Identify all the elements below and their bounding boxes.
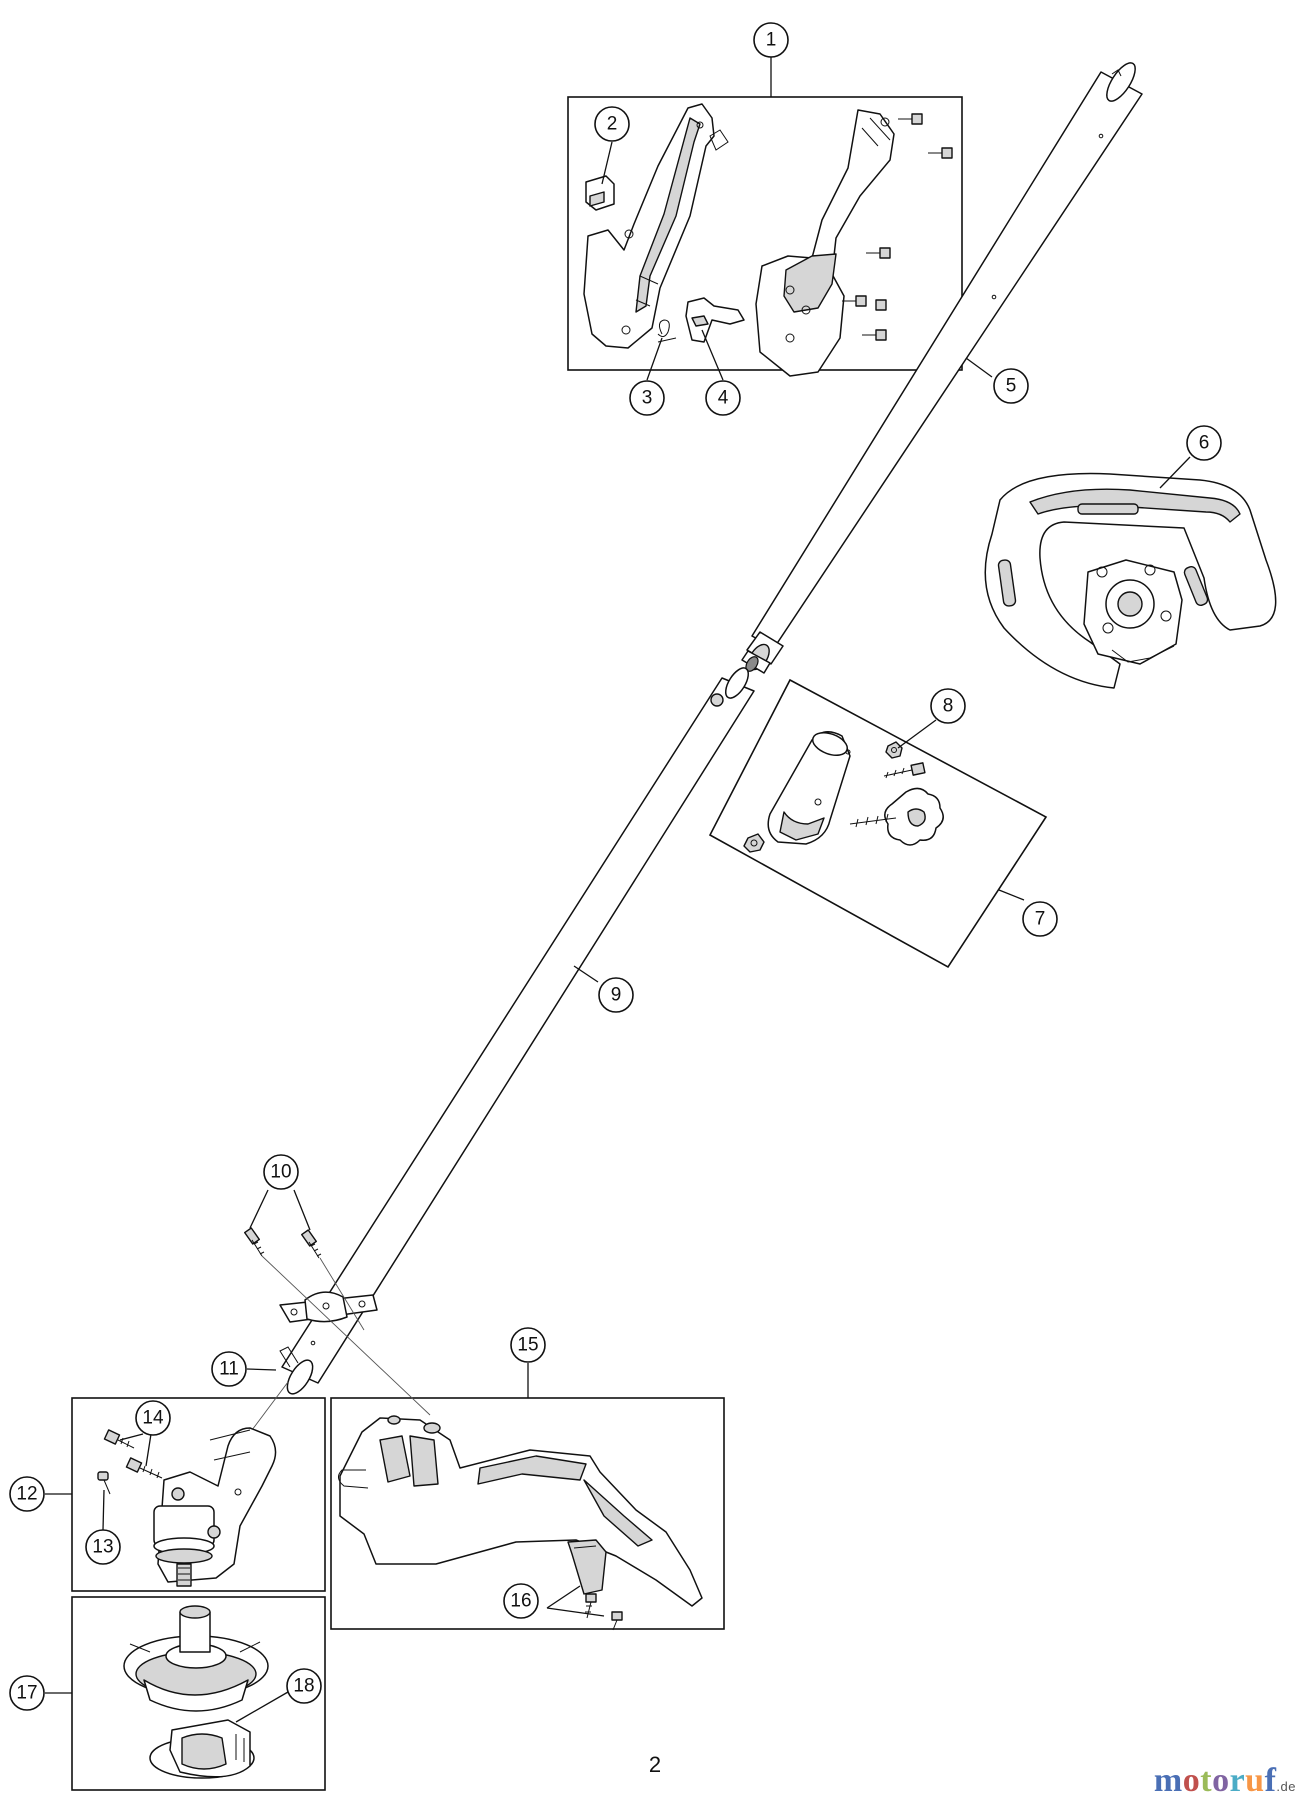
callout-13: 13	[85, 1529, 121, 1565]
line-guard	[338, 1415, 703, 1607]
svg-text:15: 15	[517, 1335, 538, 1356]
svg-text:4: 4	[718, 388, 729, 409]
handle-screws	[842, 113, 953, 341]
svg-text:13: 13	[92, 1537, 113, 1558]
svg-text:17: 17	[16, 1683, 37, 1704]
svg-text:10: 10	[270, 1162, 291, 1183]
brand-letter: f	[1264, 1762, 1277, 1799]
coupler-knob	[849, 787, 944, 846]
shaft-clamp-bracket	[279, 1291, 378, 1323]
brand-letter: o	[1212, 1762, 1230, 1799]
page-number: 2	[648, 1752, 662, 1777]
gear-head-housing	[153, 1427, 277, 1587]
callout-7: 7	[1022, 901, 1058, 937]
svg-text:3: 3	[642, 388, 653, 409]
coupler-bolt	[883, 762, 926, 779]
callout-15: 15	[510, 1327, 546, 1363]
spool-housing	[123, 1605, 269, 1712]
callout-10: 10	[263, 1154, 299, 1190]
spool-cap	[149, 1719, 255, 1779]
svg-text:16: 16	[510, 1591, 531, 1612]
lower-shaft	[279, 667, 755, 1395]
gear-head-screw-long	[125, 1457, 163, 1479]
trigger-spring	[657, 319, 677, 343]
svg-text:9: 9	[611, 985, 622, 1006]
svg-text:2: 2	[607, 114, 618, 135]
callout-1: 1	[753, 22, 789, 58]
callout-12: 12	[9, 1476, 45, 1512]
brand-letter: u	[1245, 1762, 1265, 1799]
callout-3: 3	[629, 380, 665, 416]
handle-right-shell	[755, 109, 895, 377]
assembly-box-coupler	[708, 678, 1048, 969]
upper-shaft	[741, 62, 1143, 674]
callout-11: 11	[211, 1351, 247, 1387]
callout-14: 14	[135, 1400, 171, 1436]
brand-letter: t	[1200, 1762, 1213, 1799]
svg-text:18: 18	[293, 1676, 314, 1697]
callout-5: 5	[993, 368, 1029, 404]
callout-16: 16	[503, 1583, 539, 1619]
line-cutter-blade	[567, 1539, 607, 1595]
trigger	[685, 297, 745, 343]
shaft-coupler	[767, 731, 851, 845]
brand-tld: .de	[1276, 1779, 1296, 1794]
clamp-screw-right	[301, 1229, 322, 1259]
gear-head-pin	[97, 1471, 111, 1495]
callout-9: 9	[598, 977, 634, 1013]
assembly-box-handle	[567, 96, 963, 371]
svg-text:12: 12	[16, 1484, 37, 1505]
svg-text:5: 5	[1006, 376, 1017, 397]
callout-8: 8	[930, 688, 966, 724]
callout-18: 18	[286, 1668, 322, 1704]
svg-text:8: 8	[943, 696, 954, 717]
svg-text:7: 7	[1035, 909, 1046, 930]
brand-letter: m	[1153, 1762, 1183, 1799]
coupler-nut-small	[885, 741, 903, 759]
auxiliary-d-handle	[984, 472, 1277, 689]
callout-6: 6	[1186, 425, 1222, 461]
coupler-nut	[743, 833, 765, 853]
svg-text:11: 11	[219, 1359, 239, 1380]
callout-4: 4	[705, 380, 741, 416]
svg-text:6: 6	[1199, 433, 1210, 454]
trigger-lockout-button	[585, 175, 615, 211]
clamp-screw-left	[244, 1227, 265, 1257]
svg-text:14: 14	[142, 1408, 164, 1429]
brand-letter: o	[1182, 1762, 1201, 1799]
gear-head-screw-short	[103, 1429, 135, 1449]
brand-logo: motoruf.de	[1154, 1762, 1296, 1800]
handle-left-shell	[583, 103, 729, 349]
brand-letter: r	[1229, 1762, 1246, 1799]
callout-2: 2	[594, 106, 630, 142]
callout-17: 17	[9, 1675, 45, 1711]
svg-text:1: 1	[766, 30, 777, 51]
blade-screws	[585, 1593, 623, 1631]
